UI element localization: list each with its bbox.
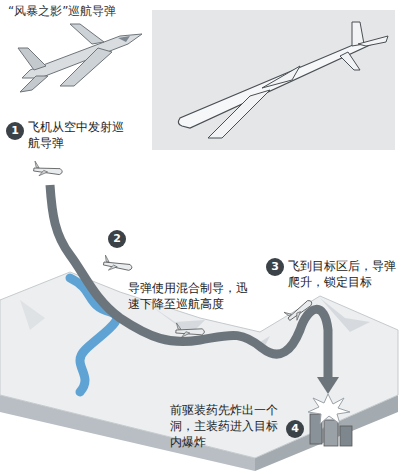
aircraft-tailplane bbox=[20, 76, 48, 92]
terrain-top bbox=[0, 272, 398, 458]
missile-icon bbox=[103, 255, 134, 275]
callout-number: 3 bbox=[266, 258, 284, 276]
callout-number: 2 bbox=[108, 230, 126, 248]
hill-shade bbox=[20, 300, 45, 330]
aircraft-wing bbox=[60, 48, 112, 86]
closeup-missile bbox=[178, 22, 388, 138]
missile-wing bbox=[208, 90, 270, 138]
flight-path bbox=[50, 185, 328, 378]
missile-body bbox=[178, 42, 372, 128]
aircraft bbox=[18, 24, 142, 92]
title: “风暴之影”巡航导弹 bbox=[8, 3, 116, 20]
building bbox=[324, 420, 338, 446]
missile-fin bbox=[340, 52, 360, 70]
step-note: 前驱装药先炸出一个洞，主装药进入目标内爆炸 bbox=[170, 402, 282, 451]
step-note: 飞机从空中发射巡航导弹 bbox=[28, 119, 124, 151]
aircraft-fin bbox=[18, 48, 46, 70]
missile-icon bbox=[176, 323, 205, 339]
flight-path-arrowhead bbox=[317, 377, 339, 394]
target bbox=[308, 394, 352, 446]
step-note: 导弹使用混合制导，迅速下降至巡航高度 bbox=[128, 280, 252, 312]
callout-number: 4 bbox=[286, 420, 304, 438]
closeup-panel bbox=[152, 10, 395, 150]
callout-number: 1 bbox=[6, 122, 24, 140]
missile-wing bbox=[262, 66, 300, 88]
missile-icon bbox=[33, 161, 63, 179]
missile-icon bbox=[284, 296, 315, 324]
missile-fin bbox=[358, 36, 388, 46]
step-note: 飞到目标区后，导弹爬升，锁定目标 bbox=[288, 258, 396, 290]
building bbox=[340, 426, 352, 446]
terrain bbox=[0, 272, 398, 471]
explosion bbox=[308, 394, 350, 424]
aircraft-canopy bbox=[118, 36, 130, 42]
aircraft-wing bbox=[70, 24, 104, 44]
